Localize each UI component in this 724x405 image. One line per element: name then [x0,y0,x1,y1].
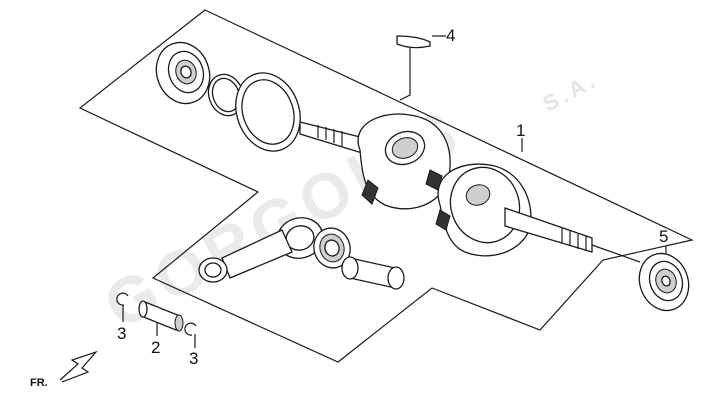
callout-3-right: 3 [189,349,198,368]
callout-4: 4 [446,26,455,45]
crank-pin[interactable] [341,256,405,290]
callout-5: 5 [659,227,668,246]
right-bearing[interactable] [632,247,697,318]
left-bearing[interactable] [148,35,218,111]
oil-seal-ring[interactable] [225,64,311,160]
assembly-outline [78,9,694,363]
woodruff-key[interactable] [396,35,431,49]
right-circlip[interactable] [184,322,197,336]
connecting-rod[interactable] [198,213,327,283]
leader-4 [399,48,411,101]
callout-1: 1 [516,121,525,140]
crankshaft-right-shaft[interactable] [504,207,641,263]
watermark-suffix: S.A. [539,67,603,117]
needle-bearing[interactable] [309,224,354,272]
callout-3-left: 3 [117,324,126,343]
front-direction-label: FR. [30,377,48,389]
left-circlip[interactable] [116,292,129,306]
left-crank-web[interactable] [357,113,451,210]
piston-pin[interactable] [138,300,184,332]
right-crank-web[interactable] [435,158,532,257]
callout-2: 2 [151,338,160,357]
front-direction-arrow [59,350,98,383]
